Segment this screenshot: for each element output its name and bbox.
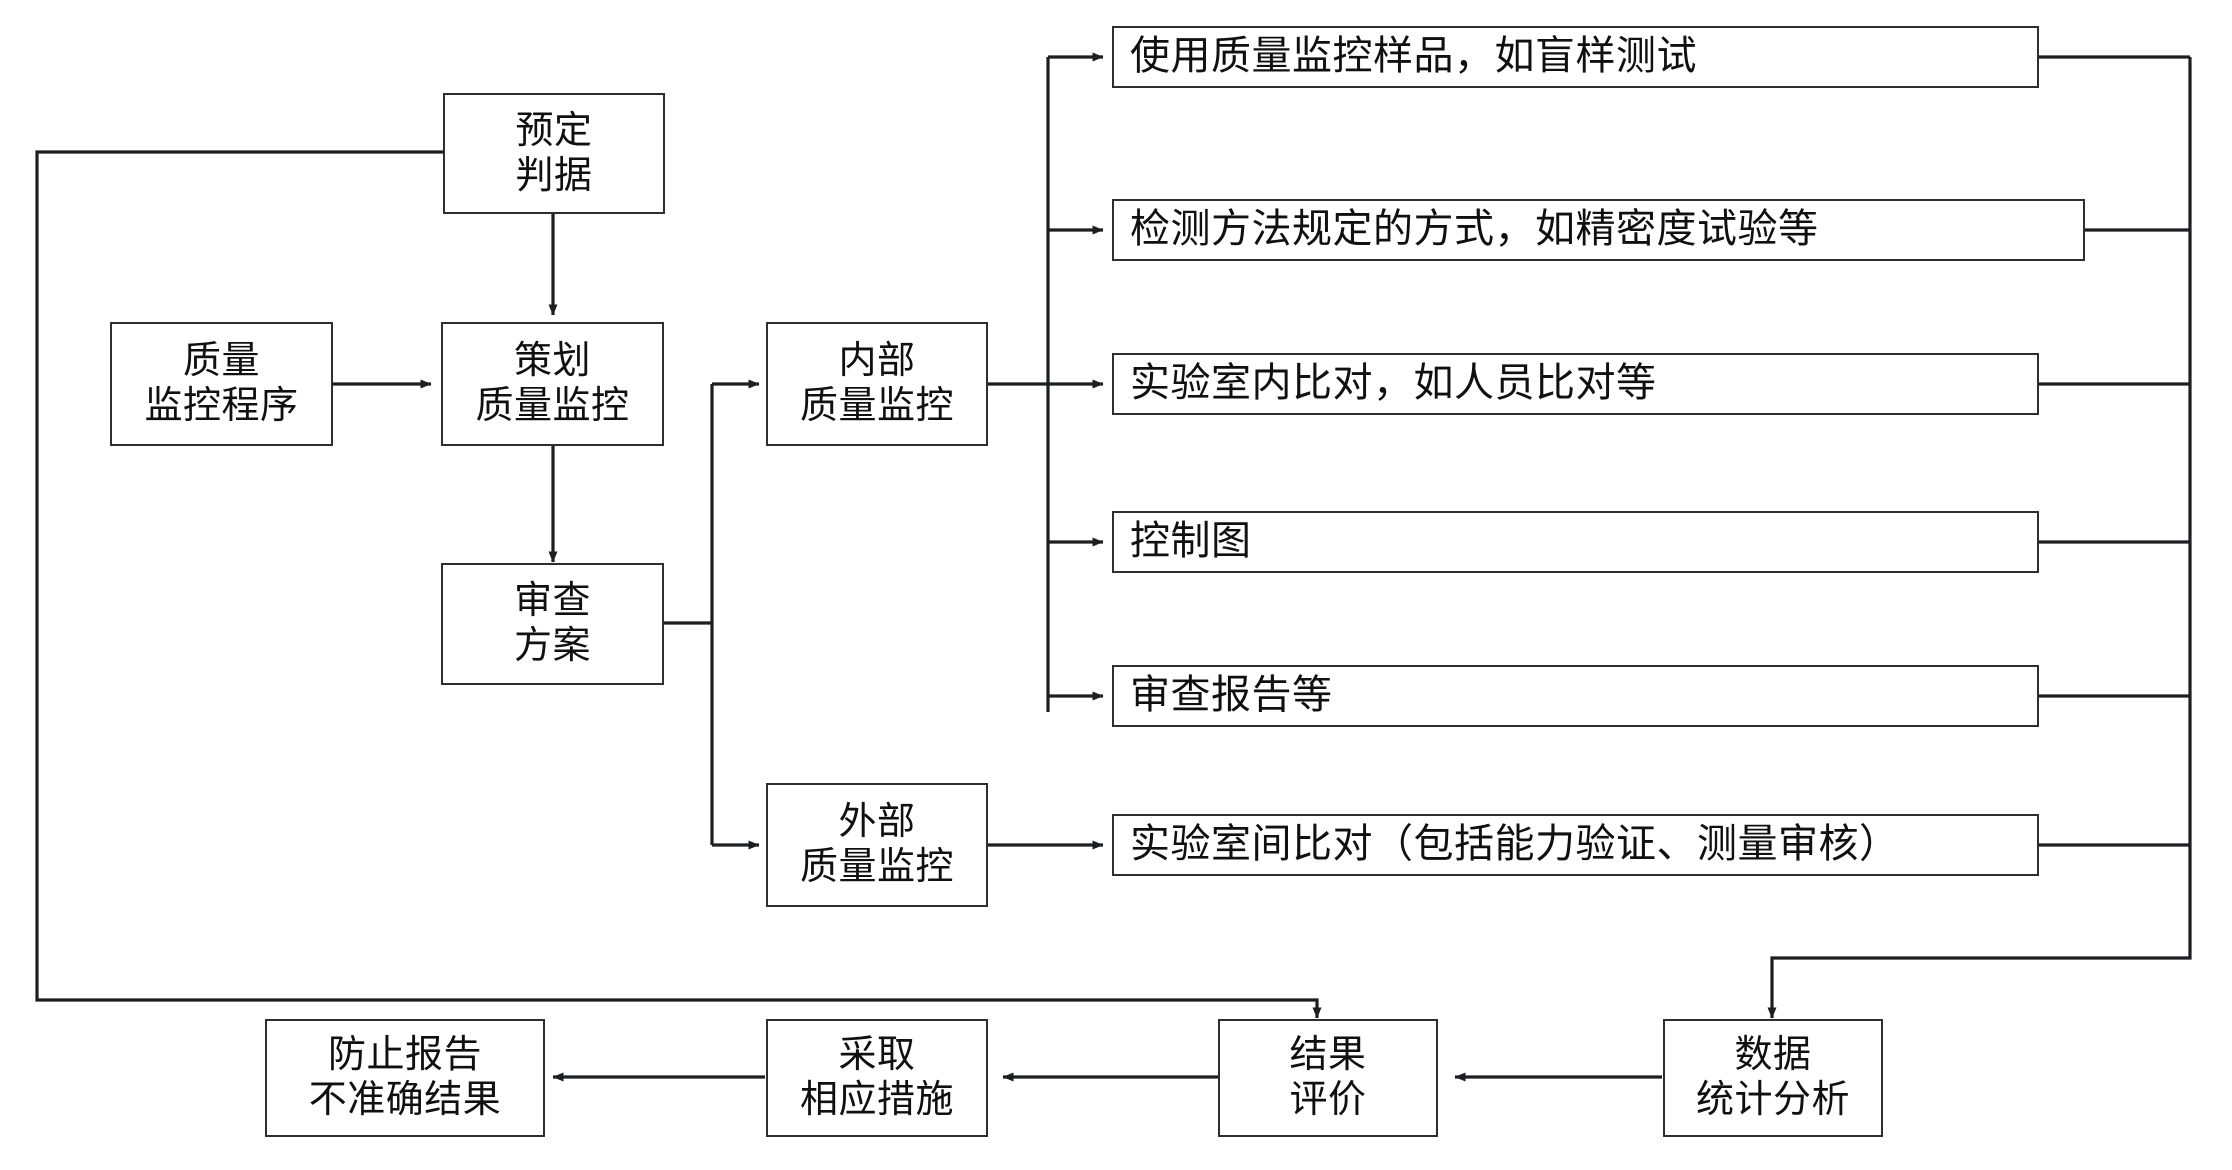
node-method-2[interactable]: 检测方法规定的方式，如精密度试验等 [1112,199,2085,261]
node-label-line1: 策划 [513,340,591,383]
node-label-line2: 相应措施 [799,1079,954,1121]
node-label-line1: 采取 [838,1034,916,1077]
node-predefined-criteria[interactable]: 预定 判据 [443,93,665,214]
node-prevent-report[interactable]: 防止报告 不准确结果 [265,1019,545,1137]
node-result-evaluation[interactable]: 结果 评价 [1218,1019,1438,1137]
node-label-line2: 质量监控 [799,846,954,888]
node-label-line2: 判据 [515,154,593,197]
node-label-line1: 实验室间比对（包括能力验证、测量审核） [1130,822,1900,867]
node-internal-quality-monitor[interactable]: 内部 质量监控 [766,322,988,446]
node-label-line1: 质量 [182,340,260,383]
node-label-line2: 评价 [1289,1079,1367,1121]
node-method-3[interactable]: 实验室内比对，如人员比对等 [1112,353,2039,415]
node-label-line2: 质量监控 [799,385,954,427]
node-label-line1: 审查报告等 [1130,673,1333,718]
node-method-1[interactable]: 使用质量监控样品，如盲样测试 [1112,26,2039,88]
node-label-line2: 质量监控 [475,385,630,427]
node-label-line1: 预定 [515,109,593,152]
node-label-line1: 内部 [838,340,916,383]
wire-right-bus [1767,57,2192,1019]
node-label-line1: 结果 [1289,1034,1367,1077]
node-label-line1: 外部 [838,801,916,844]
node-label-line1: 实验室内比对，如人员比对等 [1130,361,1657,406]
node-label-line1: 防止报告 [327,1034,482,1077]
node-label-line2: 不准确结果 [308,1079,502,1121]
node-method-6[interactable]: 实验室间比对（包括能力验证、测量审核） [1112,814,2039,876]
node-label-line1: 数据 [1734,1034,1812,1077]
node-label-line1: 审查 [513,580,591,623]
node-label-line2: 方案 [513,625,591,667]
node-take-measures[interactable]: 采取 相应措施 [766,1019,988,1137]
node-review-plan[interactable]: 审查 方案 [441,563,664,685]
node-data-statistics[interactable]: 数据 统计分析 [1663,1019,1883,1137]
node-external-quality-monitor[interactable]: 外部 质量监控 [766,783,988,907]
wire-criteria-loop [35,150,1322,1019]
node-plan-quality-monitor[interactable]: 策划 质量监控 [441,322,664,446]
node-quality-monitor-procedure[interactable]: 质量 监控程序 [110,322,333,446]
node-method-4[interactable]: 控制图 [1112,511,2039,573]
node-label-line1: 控制图 [1130,519,1252,564]
node-label-line2: 统计分析 [1695,1079,1850,1121]
node-label-line2: 监控程序 [144,385,299,427]
node-method-5[interactable]: 审查报告等 [1112,665,2039,727]
node-label-line1: 检测方法规定的方式，如精密度试验等 [1130,207,1819,252]
node-label-line1: 使用质量监控样品，如盲样测试 [1130,34,1697,79]
